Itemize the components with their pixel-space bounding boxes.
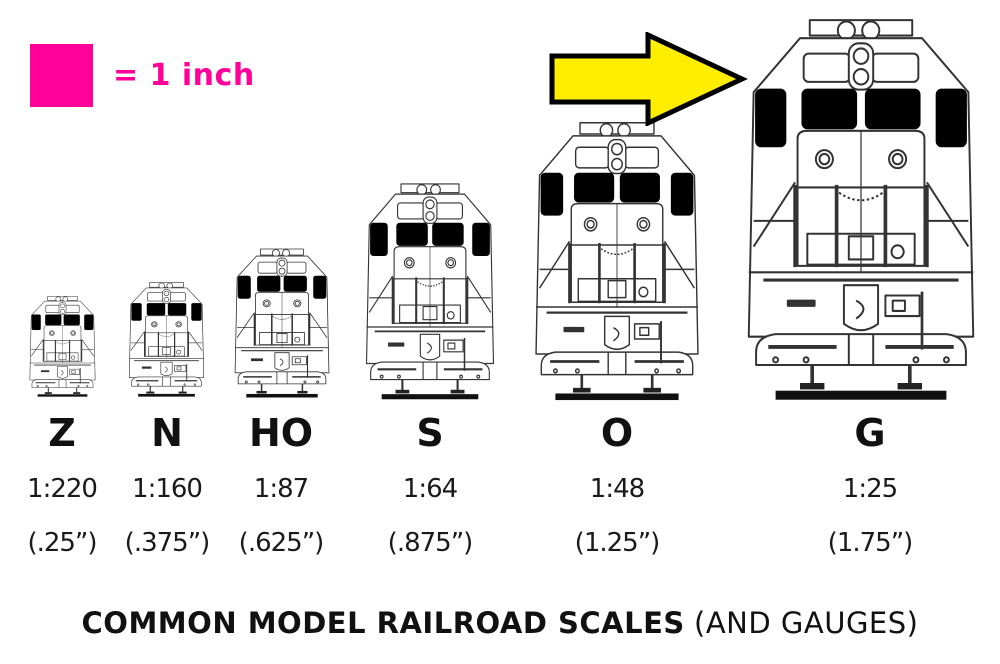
locomotive-g [739, 15, 983, 401]
scale-ratio: 1:87 [253, 474, 309, 504]
scale-ratio: 1:220 [27, 474, 98, 504]
scale-name: Z [48, 411, 76, 455]
caption-light: (AND GAUGES) [694, 606, 919, 640]
scale-gauge: (.375”) [124, 528, 211, 558]
scale-name: HO [248, 411, 314, 455]
scale-gauge: (.625”) [238, 528, 325, 558]
scale-gauge: (.25”) [27, 528, 97, 558]
scale-column-z: Z 1:220 (.25”) [27, 410, 98, 558]
scale-ratio: 1:25 [842, 474, 898, 504]
legend-label: = 1 inch [113, 58, 255, 93]
figure-caption: COMMON MODEL RAILROAD SCALES (AND GAUGES… [0, 606, 1000, 640]
scale-column-ho: HO 1:87 (.625”) [238, 410, 325, 558]
scale-column-s: S 1:64 (.875”) [387, 410, 474, 558]
scale-ratio: 1:160 [132, 474, 203, 504]
scale-ratio: 1:48 [589, 474, 645, 504]
scale-name: G [854, 411, 886, 455]
scale-name: N [151, 411, 183, 455]
caption-bold: COMMON MODEL RAILROAD SCALES [81, 606, 685, 640]
locomotive-s [361, 181, 499, 400]
scale-name: O [600, 411, 634, 455]
scale-ratio: 1:64 [402, 474, 458, 504]
scale-gauge: (1.25”) [574, 528, 661, 558]
locomotive-z [27, 295, 98, 397]
yellow-arrow-icon [549, 32, 748, 126]
locomotive-ho [231, 247, 333, 398]
scale-name: S [416, 411, 444, 455]
scale-gauge: (1.75”) [827, 528, 914, 558]
locomotive-n [126, 281, 207, 397]
scale-gauge: (.875”) [387, 528, 474, 558]
one-inch-swatch [30, 44, 93, 107]
scale-column-n: N 1:160 (.375”) [124, 410, 211, 558]
scale-column-o: O 1:48 (1.25”) [574, 410, 661, 558]
scale-column-g: G 1:25 (1.75”) [827, 410, 914, 558]
locomotive-o [529, 119, 705, 401]
